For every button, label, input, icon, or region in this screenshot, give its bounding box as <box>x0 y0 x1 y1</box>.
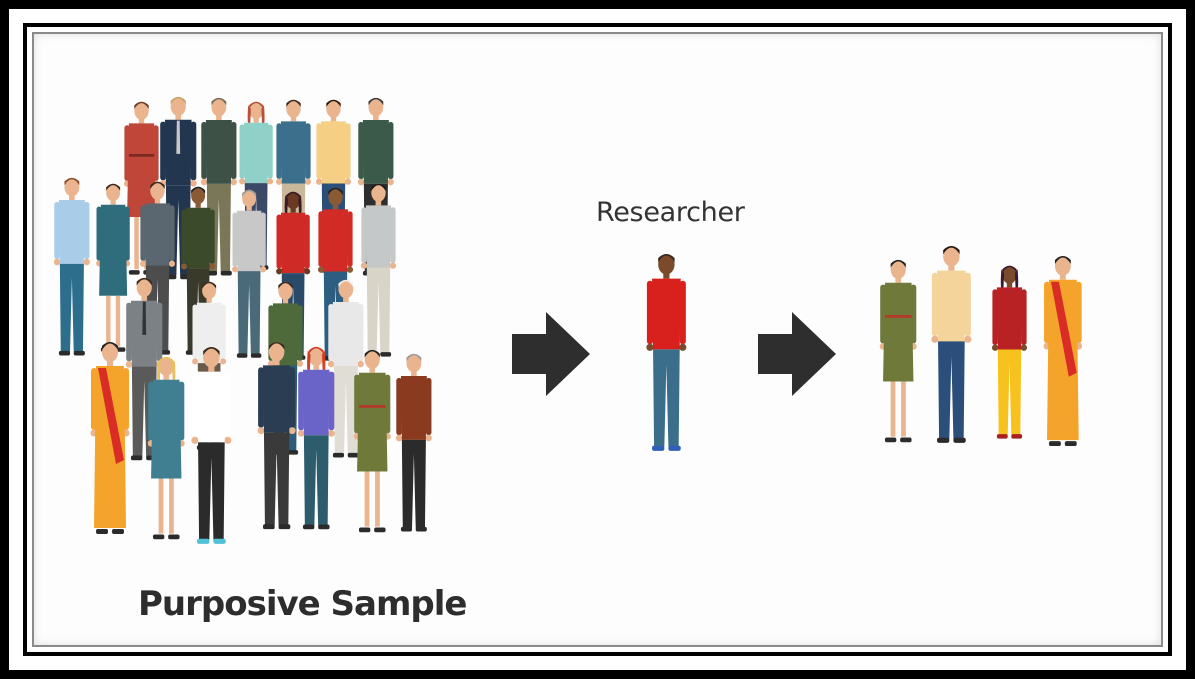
person-figure <box>931 246 972 443</box>
person-figure <box>257 341 296 530</box>
crowd-of-people-icon <box>53 96 432 544</box>
person-figure <box>147 356 185 540</box>
researcher-label: Researcher <box>596 197 745 228</box>
person-figure <box>53 177 90 356</box>
person-figure <box>646 254 687 451</box>
person-figure <box>1043 255 1083 447</box>
person-figure <box>879 259 917 443</box>
person-figure <box>395 353 432 532</box>
person-figure <box>327 279 364 458</box>
person-figure <box>297 346 335 530</box>
researcher-person-icon <box>646 254 687 451</box>
person-figure <box>90 342 130 534</box>
person-figure <box>200 97 237 276</box>
right-arrow-icon <box>758 312 836 396</box>
right-arrow-icon <box>512 312 590 396</box>
selected-people-icon <box>879 246 1083 447</box>
person-figure <box>96 183 131 352</box>
person-figure <box>353 349 391 533</box>
person-figure <box>191 347 232 544</box>
person-figure <box>991 265 1028 439</box>
purposive-sample-caption: Purposive Sample <box>138 584 467 624</box>
person-figure <box>232 189 267 358</box>
